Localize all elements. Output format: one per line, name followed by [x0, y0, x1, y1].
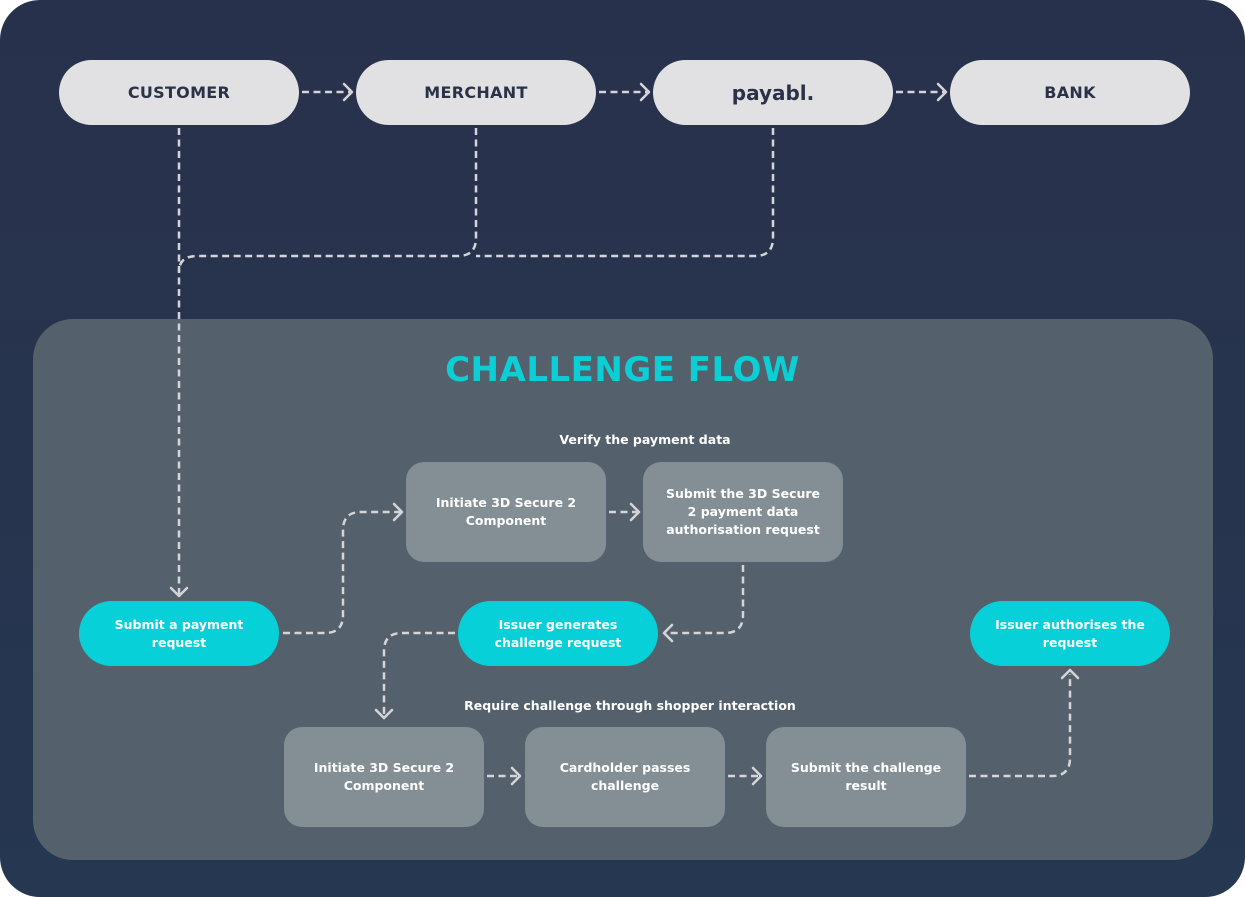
section-label-verify: Verify the payment data	[559, 432, 731, 447]
actor-merchant: MERCHANT	[356, 60, 596, 125]
connector-issuer-initiate2	[382, 631, 455, 716]
panel-title: CHALLENGE FLOW	[445, 350, 800, 390]
node-submit-challenge-result: Submit the challenge result	[766, 727, 966, 827]
connector-result-authorises	[969, 674, 1072, 778]
connector-submit-initiate	[283, 510, 400, 635]
arrowhead-icon	[662, 623, 674, 643]
actor-payabl-logo: payabl.	[653, 60, 893, 125]
arrowhead-icon	[374, 708, 394, 720]
actor-customer: CUSTOMER	[59, 60, 299, 125]
node-issuer-authorises: Issuer authorises the request	[970, 601, 1170, 666]
node-submit-payment: Submit a payment request	[79, 601, 279, 666]
connector-merchant-join	[177, 128, 478, 273]
connector-submit3ds-issuer	[666, 565, 745, 635]
arrowhead-icon	[169, 586, 189, 598]
arrowhead-icon	[342, 82, 354, 102]
actor-bank: BANK	[950, 60, 1190, 125]
connector-payabl-join	[476, 128, 775, 258]
section-label-challenge: Require challenge through shopper intera…	[464, 698, 796, 713]
node-cardholder-passes: Cardholder passes challenge	[525, 727, 725, 827]
node-initiate-3ds-verify: Initiate 3D Secure 2 Component	[406, 462, 606, 562]
arrowhead-icon	[639, 82, 651, 102]
arrowhead-icon	[936, 82, 948, 102]
arrowhead-icon	[392, 502, 404, 522]
arrowhead-icon	[510, 766, 522, 786]
node-initiate-3ds-challenge: Initiate 3D Secure 2 Component	[284, 727, 484, 827]
node-issuer-generates-challenge: Issuer generates challenge request	[458, 601, 658, 666]
arrowhead-icon	[1060, 668, 1080, 680]
node-submit-3ds-authorisation: Submit the 3D Secure 2 payment data auth…	[643, 462, 843, 562]
arrowhead-icon	[751, 766, 763, 786]
arrowhead-icon	[629, 502, 641, 522]
